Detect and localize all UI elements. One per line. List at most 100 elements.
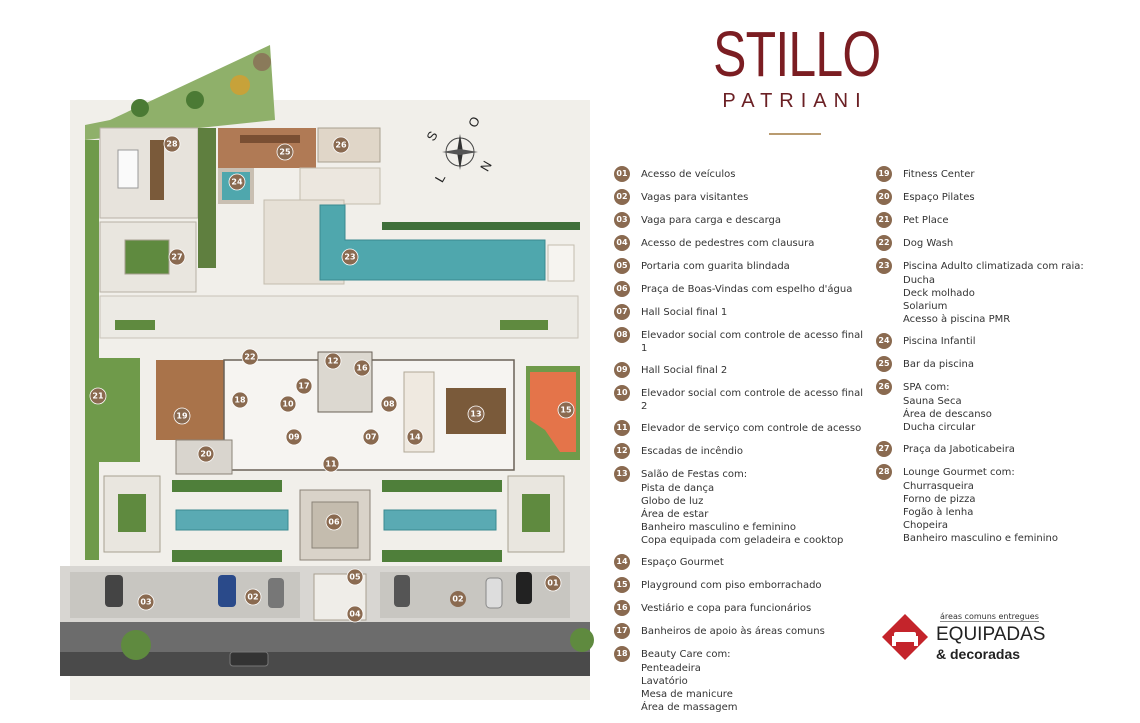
- legend-item: 02 Vagas para visitantes: [614, 189, 869, 205]
- hedge-pool: [382, 222, 580, 230]
- site-plan: S O L N 01020304050607080910111213141516…: [60, 45, 594, 700]
- brand-divider: [769, 133, 821, 135]
- plan-badge: [346, 605, 364, 623]
- plan-badge-label: 13: [470, 410, 481, 419]
- legend-number-badge: 13: [614, 466, 630, 482]
- legend-number-badge: 11: [614, 420, 630, 436]
- legend-label: Acesso de pedestres com clausura: [641, 238, 815, 249]
- legend-sub-item: Banheiro masculino e feminino: [903, 533, 1058, 544]
- plan-badge-label: 14: [409, 433, 421, 442]
- legend-sub-item: Ducha: [903, 275, 936, 286]
- legend-label: Dog Wash: [903, 238, 954, 249]
- legend-sub-item: Ducha circular: [903, 422, 976, 433]
- legend-number-badge: 02: [614, 189, 630, 205]
- plan-badge: [228, 173, 246, 191]
- legend-number-badge: 10: [614, 385, 630, 401]
- plan-badge: [241, 348, 259, 366]
- legend-number-badge: 08: [614, 327, 630, 343]
- plan-badge-label: 25: [279, 148, 291, 157]
- plan-badge-label: 12: [327, 357, 338, 366]
- hedge: [382, 480, 502, 492]
- car: [485, 577, 503, 609]
- brand-logo: STILLO PATRIANI: [690, 22, 900, 135]
- car: [516, 572, 532, 604]
- legend-item: 04 Acesso de pedestres com clausura: [614, 235, 869, 251]
- plan-badge-label: 06: [328, 518, 340, 527]
- street: [60, 652, 590, 676]
- legend-label: Vaga para carga e descarga: [641, 215, 782, 226]
- planter-tree: [522, 494, 550, 532]
- plan-badge: [89, 387, 107, 405]
- plan-badge-label: 20: [200, 450, 212, 459]
- legend-label: Vagas para visitantes: [641, 192, 749, 203]
- legend-label: Escadas de incêndio: [641, 446, 744, 457]
- plan-badge-label: 23: [344, 253, 355, 262]
- plan-badge-label: 07: [365, 433, 376, 442]
- plan-badge-label: 04: [349, 610, 361, 619]
- legend-sub-item: Penteadeira: [641, 663, 701, 674]
- lounge-table: [150, 140, 164, 200]
- planter-tree: [118, 494, 146, 532]
- plan-badge: [285, 428, 303, 446]
- plan-badge-label: 24: [231, 178, 243, 187]
- plan-badge: [231, 391, 249, 409]
- plan-badge: [295, 377, 313, 395]
- legend-label: Pet Place: [903, 215, 949, 226]
- legend-sub-item: Globo de luz: [641, 496, 704, 507]
- legend-label: Praça da Jaboticabeira: [903, 444, 1015, 455]
- plan-badge: [279, 395, 297, 413]
- planter: [115, 320, 155, 330]
- reflecting-pool-right: [383, 509, 497, 531]
- compass-rose-icon: [442, 134, 478, 170]
- legend-number-badge: 25: [876, 356, 892, 372]
- plan-badge: [244, 588, 262, 606]
- pet-place: [86, 358, 140, 462]
- car: [105, 575, 123, 607]
- plan-badge: [163, 135, 181, 153]
- grass-strip-left: [85, 140, 99, 560]
- plan-badge: [325, 513, 343, 531]
- plan-badge: [544, 574, 562, 592]
- legend-label: Praça de Boas-Vindas com espelho d'água: [641, 284, 853, 295]
- adult-pool: [319, 204, 546, 281]
- legend-label: Hall Social final 2: [641, 365, 728, 376]
- promenade: [99, 295, 579, 339]
- plan-badge-label: 02: [247, 593, 258, 602]
- car: [229, 651, 269, 667]
- plan-badge-label: 28: [166, 140, 178, 149]
- plan-badge-label: 08: [383, 400, 395, 409]
- stamp-top-text: áreas comuns entregues: [940, 612, 1039, 622]
- legend-number-badge: 04: [614, 235, 630, 251]
- plan-badge-label: 21: [92, 392, 104, 401]
- plan-badge: [467, 405, 485, 423]
- plan-badge: [346, 568, 364, 586]
- lounge-sofa: [117, 149, 139, 189]
- legend-number-badge: 07: [614, 304, 630, 320]
- tree: [230, 75, 250, 95]
- legend-sub-item: Área de estar: [641, 509, 709, 520]
- legend-sub-item: Deck molhado: [903, 288, 975, 299]
- hedge: [382, 550, 502, 562]
- legend-sub-item: Acesso à piscina PMR: [903, 314, 1011, 325]
- legend-sub-item: Chopeira: [903, 520, 948, 531]
- legend-number-badge: 16: [614, 600, 630, 616]
- plan-badge: [332, 136, 350, 154]
- plan-badge: [197, 445, 215, 463]
- stamp-sub-text: & decoradas: [936, 646, 1021, 662]
- legend-sub-item: Área de descanso: [903, 409, 992, 420]
- plan-badge-label: 19: [176, 412, 188, 421]
- legend-label: SPA com:: [903, 382, 950, 393]
